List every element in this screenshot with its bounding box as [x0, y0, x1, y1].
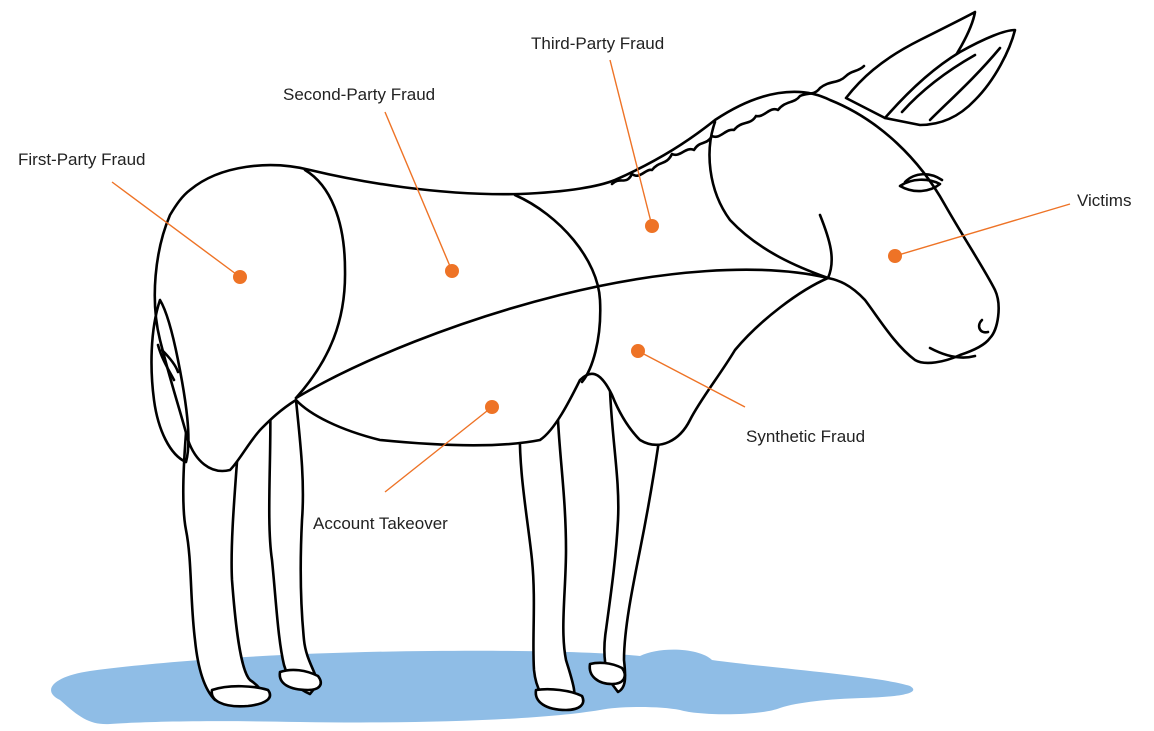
marker-dot-third-party — [645, 219, 659, 233]
marker-dot-synthetic — [631, 344, 645, 358]
callout-label-account-takeover: Account Takeover — [313, 515, 448, 532]
marker-dot-victims — [888, 249, 902, 263]
callout-label-synthetic: Synthetic Fraud — [746, 428, 865, 445]
callout-label-second-party: Second-Party Fraud — [283, 86, 435, 103]
callout-label-third-party: Third-Party Fraud — [531, 35, 664, 52]
leader-line-third-party — [610, 60, 652, 226]
callout-label-victims: Victims — [1077, 192, 1131, 209]
leader-line-first-party — [112, 182, 240, 277]
marker-dot-account-takeover — [485, 400, 499, 414]
leader-line-synthetic — [638, 351, 745, 407]
marker-dot-second-party — [445, 264, 459, 278]
marker-dot-first-party — [233, 270, 247, 284]
leader-line-account-takeover — [385, 407, 492, 492]
leader-line-second-party — [385, 112, 452, 271]
callout-label-first-party: First-Party Fraud — [18, 151, 146, 168]
leader-line-victims — [895, 204, 1070, 256]
